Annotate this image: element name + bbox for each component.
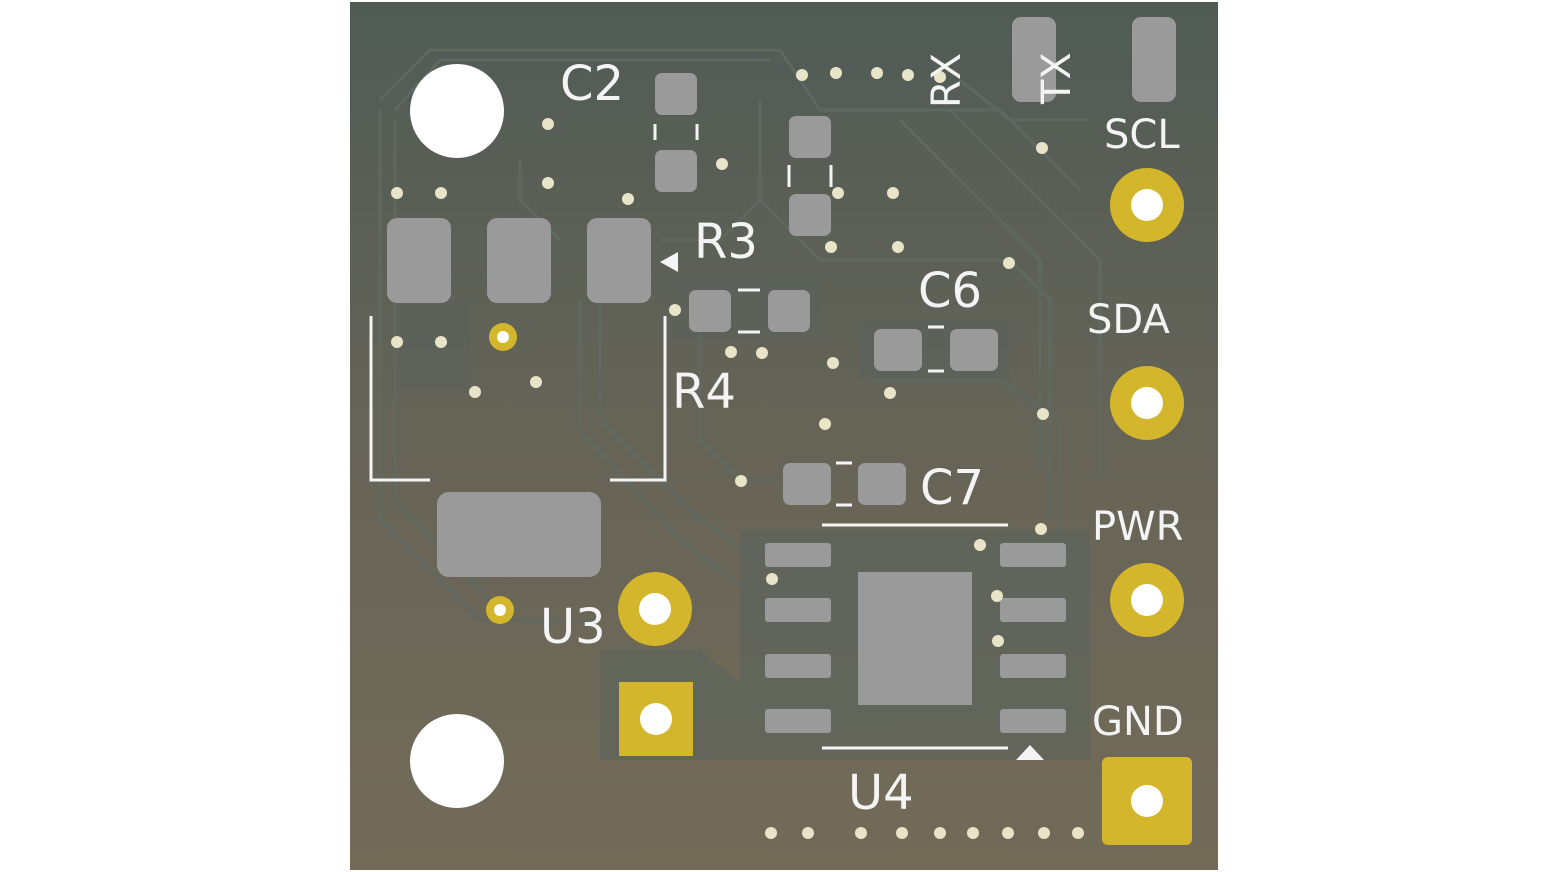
u4-pin1-marker <box>1016 745 1044 760</box>
mounting-hole-top <box>410 64 504 158</box>
c7-label: C7 <box>920 460 984 516</box>
u3-pads <box>387 218 651 577</box>
gnd-label: GND <box>1092 699 1184 745</box>
c7-component <box>783 463 906 505</box>
r4-label: R4 <box>672 364 736 420</box>
mounting-hole-bottom <box>410 714 504 808</box>
r3-label: R3 <box>694 214 758 270</box>
copper-traces <box>378 48 1102 622</box>
rx-label: RX <box>924 53 970 108</box>
c6-label: C6 <box>918 263 982 319</box>
c6-component <box>874 329 998 371</box>
c2-label: C2 <box>560 56 624 112</box>
u3-label: U3 <box>540 599 606 655</box>
sda-label: SDA <box>1087 297 1170 343</box>
tx-label: TX <box>1034 52 1080 105</box>
pwr-label: PWR <box>1092 504 1183 550</box>
r3-component <box>789 116 831 236</box>
header-pads <box>1102 168 1192 845</box>
u4-label: U4 <box>848 765 914 821</box>
c2-component <box>655 73 697 192</box>
vias <box>391 67 1084 839</box>
r4-component <box>689 290 810 332</box>
aux-pads <box>486 323 693 756</box>
pin1-marker <box>660 252 678 272</box>
u4-component <box>765 543 1066 733</box>
scl-label: SCL <box>1104 112 1180 158</box>
uart-pads <box>1012 17 1176 102</box>
u3-outline <box>369 316 667 482</box>
